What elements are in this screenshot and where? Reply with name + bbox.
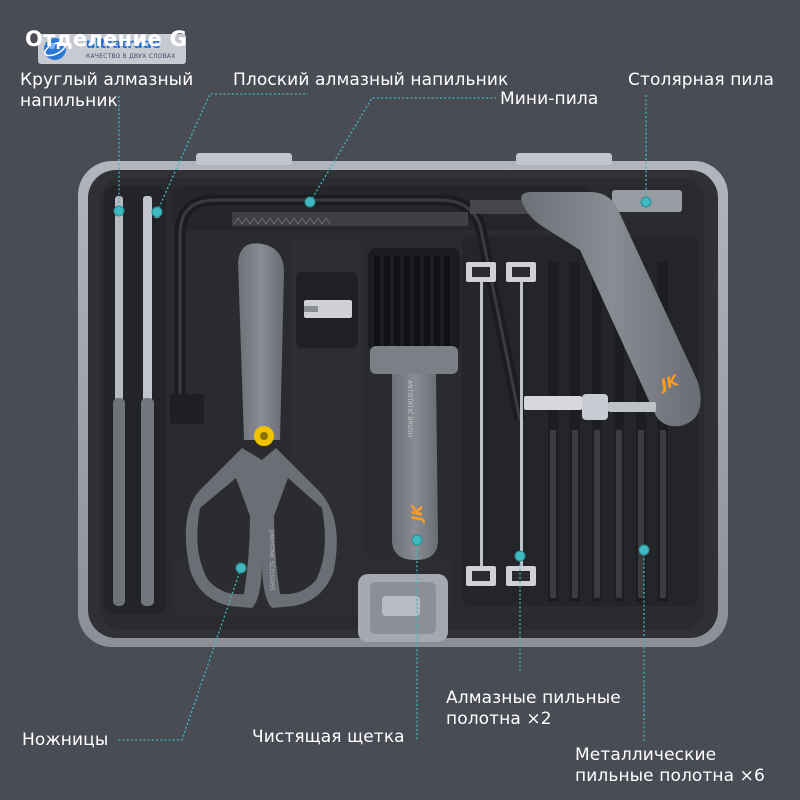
flat-diamond-file [141, 196, 161, 606]
label-metal-blades: Металлические пильные полотна ×6 [575, 745, 765, 786]
leader-lines [116, 93, 647, 742]
brush-brand: JK [410, 504, 426, 524]
label-diamond-blades: Алмазные пильные полотна ×2 [446, 688, 621, 729]
label-mini-saw: Мини-пила [500, 89, 599, 109]
joiner-saw-nut [582, 394, 608, 420]
case-clip-right [516, 153, 612, 165]
joiner-saw: JK [470, 190, 701, 427]
mini-saw [170, 194, 526, 424]
watermark-tagline: КАЧЕСТВО В ДВУХ СЛОВАХ [86, 53, 176, 60]
watermark-brand: ultratrade [86, 37, 161, 52]
case-latch [358, 574, 448, 642]
mini-saw-clamp [170, 394, 204, 424]
label-cleaning-brush: Чистящая щетка [252, 727, 405, 747]
label-joiner-saw: Столярная пила [628, 70, 775, 90]
mini-saw-blade [232, 212, 468, 226]
metal-blades [550, 430, 666, 598]
label-flat-diamond-file: Плоский алмазный напильник [233, 70, 509, 90]
cleaning-brush: ANTISTATIC BRUSH JK [368, 248, 460, 560]
small-insert [296, 272, 358, 348]
joiner-saw-clip [524, 396, 582, 410]
globe-icon [44, 38, 66, 60]
watermark-logo: ultratrade КАЧЕСТВО В ДВУХ СЛОВАХ [38, 34, 186, 64]
diamond-blades [466, 262, 536, 586]
joiner-saw-rod [608, 402, 656, 412]
markers [113, 196, 652, 574]
brush-print: ANTISTATIC BRUSH [406, 380, 413, 437]
scissors-print: JIMIHOME SCISSORS [268, 529, 275, 591]
case-clip-left [196, 153, 292, 165]
label-scissors: Ножницы [22, 730, 109, 750]
label-round-diamond-file: Круглый алмазный напильник [20, 70, 194, 111]
section-title: Отделение G [25, 27, 188, 51]
round-diamond-file [113, 196, 125, 606]
